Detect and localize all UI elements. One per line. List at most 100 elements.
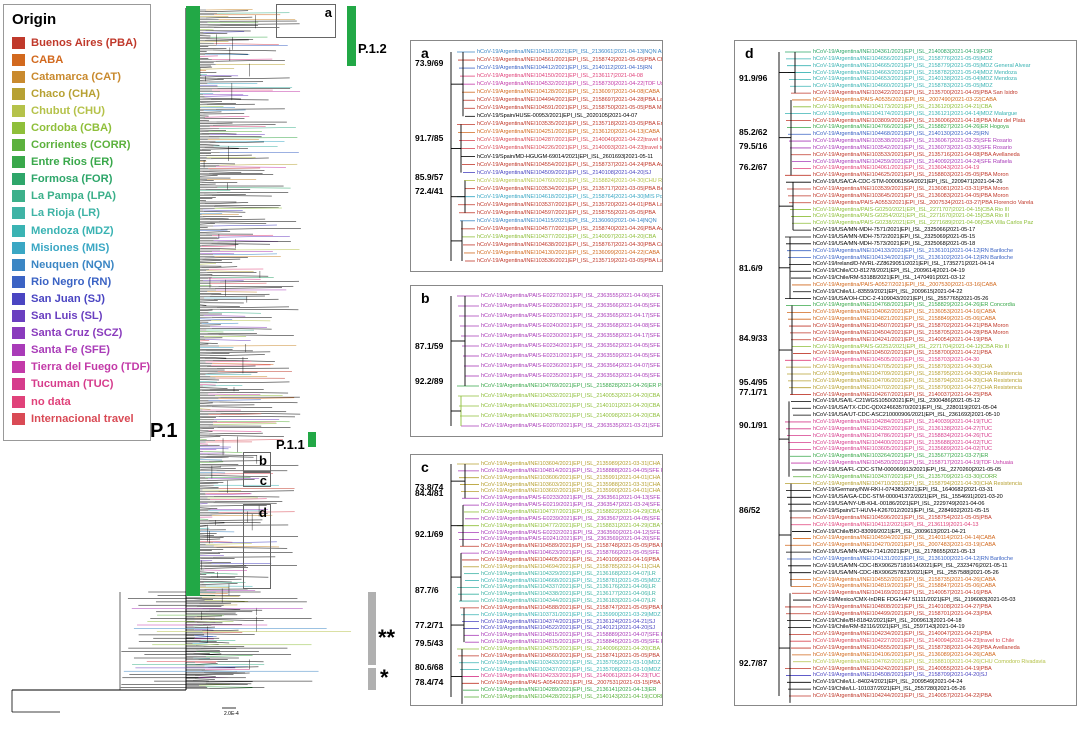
panel-a-leaf-label: hCoV-19/Argentina/INEI104618/2021|EPI_IS… [477, 193, 663, 200]
p1-clade-bar [186, 6, 200, 596]
panel-d-leaf-label: hCoV-19/USA/NY-UB-KHL-00186/2021|EPI_ISL… [813, 501, 985, 508]
panel-d-leaf-label: hCoV-19/Argentina/INEI104705/2021|EPI_IS… [813, 364, 993, 371]
tree-leaf [205, 9, 253, 11]
panel-d-leaf-label: hCoV-19/Argentina/INEI104808/2021|EPI_IS… [813, 603, 992, 610]
legend-label: Corrientes (CORR) [31, 139, 131, 152]
panel-d-leaf-label: hCoV-19/Argentina/INEI103533/2021|EPI_IS… [813, 151, 1020, 158]
tree-leaf [199, 76, 232, 78]
tree-leaf [200, 576, 236, 579]
legend-swatch [12, 344, 25, 357]
panel-d-leaf-label: hCoV-19/Argentina/INEI104555/2021|EPI_IS… [813, 645, 1020, 652]
legend-item: San Juan (SJ) [12, 290, 150, 307]
panel-d-support-value: 91.9/96 [739, 73, 768, 83]
legend-item: Formosa (FOR) [12, 171, 150, 188]
legend-swatch [12, 70, 25, 83]
tree-leaf [219, 464, 299, 467]
legend-item: Chubut (CHU) [12, 102, 150, 119]
panel-a-leaf-label: hCoV-19/Argentina/INEI104150/2021|EPI_IS… [477, 73, 643, 80]
legend-swatch [12, 310, 25, 323]
panel-d-letter: d [745, 45, 754, 61]
tree-leaf [194, 598, 213, 600]
tree-leaf [204, 567, 249, 569]
legend-swatch [12, 292, 25, 305]
legend-label: Formosa (FOR) [31, 173, 113, 186]
tree-leaf [210, 576, 269, 578]
tree-leaf [194, 678, 215, 680]
panel-c-leaf-label: hCoV-19/Argentina/INEI104405/2021|EPI_IS… [481, 556, 660, 563]
tree-leaf [200, 102, 236, 104]
tree-leaf [198, 32, 228, 35]
inset-panel-c: c hCoV-19/Argentina/INEI103604/2021|EPI_… [410, 454, 663, 706]
tree-leaf [218, 511, 295, 513]
tree-leaf [209, 141, 264, 144]
panel-d-support-value: 95.4/95 [739, 377, 768, 387]
panel-d-support-value: 76.2/67 [739, 162, 768, 172]
panel-d-leaf-label: hCoV-19/Argentina/INEI104762/2021|EPI_IS… [813, 658, 1046, 665]
tree-leaf [199, 318, 233, 320]
tree-leaf [203, 209, 243, 211]
tree-leaf [212, 473, 274, 475]
panel-d-leaf-label: hCoV-19/USA/OH-CDC-2-4109043/2021|EPI_IS… [813, 295, 989, 302]
panel-d-leaf-label: hCoV-19/USA/UT-CDC-ASC210000906/2021|EPI… [813, 412, 1000, 419]
legend-swatch [12, 122, 25, 135]
marker-box-b: b [243, 452, 271, 472]
legend-item: CABA [12, 51, 150, 68]
panel-a-leaf-label: hCoV-19/Argentina/INEI104591/2021|EPI_IS… [477, 105, 662, 112]
tree-leaf [211, 320, 271, 322]
legend-swatch [12, 87, 25, 100]
panel-c-leaf-label: hCoV-19/Argentina/INEI104344/2021|EPI_IS… [481, 598, 656, 605]
tree-leaf [198, 456, 229, 459]
panel-a-leaf-label: hCoV-19/Argentina/INEI104760/2021|EPI_IS… [477, 177, 663, 184]
panel-c-leaf-label: hCoV-19/Argentina/PAIS-E0233/2021|EPI_IS… [481, 495, 662, 502]
tree-leaf [212, 360, 275, 362]
panel-b-leaf-label: hCoV-19/Argentina/INEI104378/2021|EPI_IS… [481, 413, 661, 419]
panel-d-support-value: 86/52 [739, 505, 761, 515]
tree-leaf [200, 468, 236, 470]
panel-d-leaf-label: hCoV-19/Argentina/PAIS-G0254/2021|EPI_IS… [813, 213, 1009, 220]
panel-b-leaf-label: hCoV-19/Argentina/PAIS-E0230/2021|EPI_IS… [481, 333, 663, 339]
tree-leaf [194, 635, 214, 637]
legend-label: Cordoba (CBA) [31, 122, 112, 135]
tree-leaf [202, 171, 242, 173]
tree-leaf [194, 626, 215, 628]
tree-leaf [202, 97, 242, 100]
tree-leaf [211, 351, 271, 353]
panel-d-leaf-label: hCoV-19/Argentina/INEI104468/2021|EPI_IS… [813, 131, 989, 138]
legend-label: Neuquen (NQN) [31, 258, 115, 271]
legend-item: Tierra del Fuego (TDF) [12, 359, 150, 376]
panel-d-leaf-label: hCoV-19/Argentina/INEI104625/2021|EPI_IS… [813, 172, 1009, 179]
tree-leaf [207, 21, 259, 24]
legend-label: Chaco (CHA) [31, 87, 100, 100]
panel-a-leaf-label: hCoV-19/Argentina/INEI103534/2021|EPI_IS… [477, 185, 663, 192]
tree-leaf [196, 436, 221, 438]
panel-d-leaf-label: hCoV-19/Argentina/INEI103542/2021|EPI_IS… [813, 144, 1012, 151]
tree-leaf [216, 306, 290, 308]
tree-leaf [214, 496, 280, 498]
legend-swatch [12, 207, 25, 220]
panel-d-leaf-label: hCoV-19/Argentina/PAIS-A0535/2021|EPI_IS… [813, 96, 997, 103]
panel-d-leaf-label: hCoV-19/Chile/LL-84024/2021|EPI_ISL_2009… [813, 679, 963, 686]
tree-leaf [200, 248, 237, 250]
panel-d-leaf-label: hCoV-19/Argentina/INEI104131/2021|EPI_IS… [813, 555, 1014, 562]
panel-d-leaf-label: hCoV-19/Argentina/INEI104552/2021|EPI_IS… [813, 576, 996, 583]
panel-d-leaf-label: hCoV-19/USA/MN-CDC-IBX906257823/2021|EPI… [813, 569, 999, 576]
panel-d-leaf-label: hCoV-19/USA/TX-CDC-QDX24663570/2021|EPI_… [813, 405, 997, 412]
tree-leaf [208, 399, 261, 401]
panel-b-leaf-label: hCoV-19/Argentina/PAIS-E0236/2021|EPI_IS… [481, 363, 663, 369]
panel-d-leaf-label: hCoV-19/Chile/LL-101037/2021|EPI_ISL_255… [813, 686, 966, 693]
tree-leaf [206, 479, 255, 481]
tree-leaf [213, 421, 277, 424]
panel-c-leaf-label: hCoV-19/Argentina/PAIS-E0219/2021|EPI_IS… [481, 502, 662, 509]
panel-d-leaf-label: hCoV-19/Chile/RM-82116/2021|EPI_ISL_2597… [813, 624, 965, 631]
tree-leaf [207, 25, 258, 27]
panel-b-support-value: 92.2/89 [415, 376, 444, 386]
panel-c-leaf-label: hCoV-19/Argentina/INEI104374/2021|EPI_IS… [481, 618, 656, 625]
tree-leaf [213, 240, 279, 242]
panel-d-support-value: 85.2/62 [739, 127, 768, 137]
tree-leaf [200, 245, 236, 248]
panel-c-leaf-label: hCoV-19/Argentina/INEI104623/2021|EPI_IS… [481, 550, 660, 557]
panel-d-leaf-label: hCoV-19/Argentina/INEI104174/2021|EPI_IS… [813, 110, 1018, 117]
tree-leaf [198, 217, 229, 220]
legend-item: Tucuman (TUC) [12, 376, 150, 393]
panel-d-leaf-label: hCoV-19/Argentina/INEI104507/2021|EPI_IS… [813, 323, 1009, 330]
